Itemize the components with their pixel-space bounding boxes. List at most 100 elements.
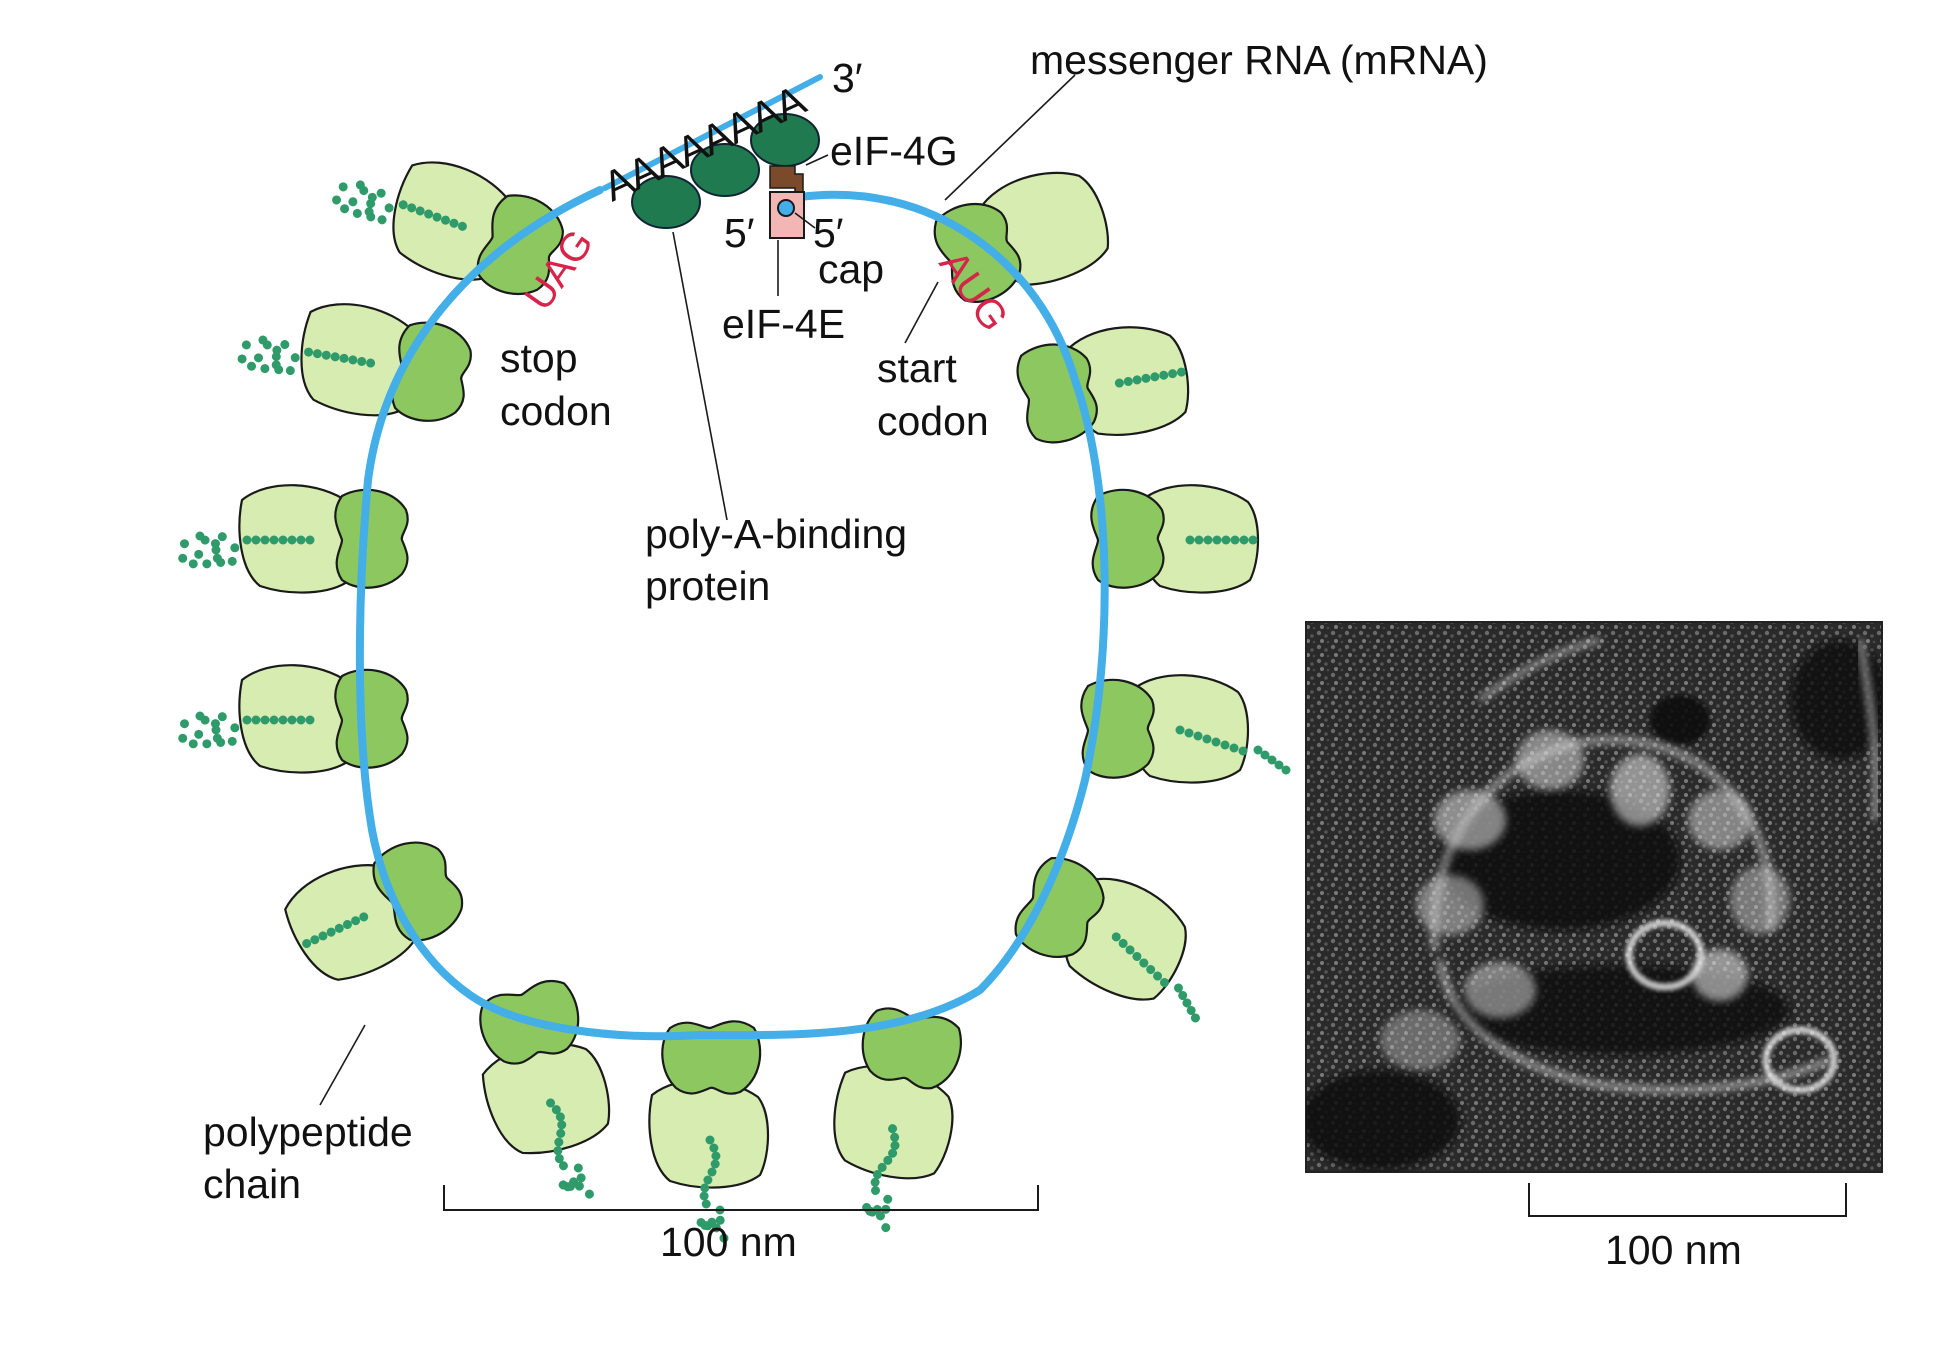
ribosome-small-subunit: [1090, 488, 1165, 589]
amino-acid-bead: [376, 188, 386, 198]
amino-acid-bead: [1212, 535, 1222, 545]
eif4g-protein: [769, 165, 804, 196]
amino-acid-bead: [584, 1189, 594, 1199]
amino-acid-bead: [247, 361, 257, 371]
amino-acid-bead: [1132, 951, 1142, 961]
amino-acid-bead: [700, 1183, 710, 1193]
ribosome: [1014, 857, 1200, 1023]
amino-acid-bead: [338, 182, 348, 192]
pabp-label-line2: protein: [645, 563, 770, 609]
amino-acid-bead: [719, 1233, 729, 1243]
pabp-leader-line: [672, 231, 728, 521]
ribosome-group: [178, 161, 1291, 1243]
amino-acid-bead: [251, 535, 261, 545]
ribosome: [332, 161, 564, 295]
amino-acid-bead: [415, 206, 425, 216]
amino-acid-bead: [711, 1151, 721, 1161]
scale-bar-right: [1528, 1183, 1847, 1217]
amino-acid-bead: [194, 549, 204, 559]
amino-acid-bead: [351, 916, 361, 926]
polypeptide-chain: [178, 531, 315, 569]
amino-acid-bead: [1203, 535, 1213, 545]
amino-acid-bead: [1132, 375, 1142, 385]
amino-acid-bead: [1248, 535, 1258, 545]
ribosome-small-subunit: [1016, 343, 1098, 444]
ribosome: [284, 841, 464, 981]
amino-acid-bead: [1229, 743, 1239, 753]
amino-acid-bead: [449, 218, 459, 228]
amino-acid-bead: [440, 215, 450, 225]
amino-acid-bead: [1211, 737, 1221, 747]
amino-acid-bead: [188, 559, 198, 569]
amino-acid-bead: [877, 1162, 887, 1172]
amino-acid-bead: [357, 356, 367, 366]
polypeptide-label-line2: chain: [203, 1161, 301, 1207]
amino-acid-bead: [872, 1170, 882, 1180]
polypeptide-leader-line: [319, 1024, 366, 1106]
start-leader-line: [904, 281, 939, 344]
amino-acid-bead: [883, 1194, 893, 1204]
amino-acid-bead: [558, 1161, 568, 1171]
amino-acid-bead: [230, 723, 240, 733]
amino-acid-bead: [558, 1180, 568, 1190]
amino-acid-bead: [285, 366, 295, 376]
amino-acid-bead: [179, 719, 189, 729]
amino-acid-bead: [278, 715, 288, 725]
amino-acid-bead: [241, 340, 251, 350]
amino-acid-bead: [888, 1124, 898, 1134]
ribosome: [1080, 674, 1291, 784]
amino-acid-bead: [260, 715, 270, 725]
amino-acid-bead: [269, 715, 279, 725]
amino-acid-bead: [352, 208, 362, 218]
amino-acid-bead: [260, 364, 270, 374]
amino-acid-bead: [881, 1223, 891, 1233]
amino-acid-bead: [278, 535, 288, 545]
amino-acid-bead: [312, 349, 322, 359]
polypeptide-chain: [237, 335, 376, 376]
amino-acid-bead: [1176, 367, 1186, 377]
ribosome: [833, 1007, 962, 1233]
polypeptide-label-line1: polypeptide: [203, 1109, 413, 1155]
poly-a-tail: [602, 74, 823, 191]
amino-acid-bead: [242, 715, 252, 725]
cap-label: cap: [818, 246, 884, 292]
amino-acid-bead: [1141, 373, 1151, 383]
amino-acid-bead: [280, 340, 290, 350]
eif4g-leader-line: [805, 154, 829, 166]
amino-acid-bead: [1168, 369, 1178, 379]
amino-acid-bead: [367, 192, 377, 202]
amino-acid-bead: [384, 203, 394, 213]
amino-acid-bead: [326, 927, 336, 937]
amino-acid-bead: [1186, 1005, 1196, 1015]
amino-acid-bead: [703, 1175, 713, 1185]
polypeptide-chain: [1111, 932, 1200, 1023]
amino-acid-bead: [557, 1120, 567, 1130]
amino-acid-bead: [574, 1181, 584, 1191]
amino-acid-bead: [457, 221, 467, 231]
amino-acid-bead: [178, 733, 188, 743]
ribosome-small-subunit: [334, 488, 409, 589]
amino-acid-bead: [342, 920, 352, 930]
amino-acid-bead: [194, 729, 204, 739]
amino-acid-bead: [304, 347, 314, 357]
amino-acid-bead: [1139, 958, 1149, 968]
stop-codon-label: codon: [500, 388, 612, 434]
amino-acid-bead: [1150, 372, 1160, 382]
amino-acid-bead: [217, 712, 227, 722]
amino-acid-bead: [576, 1173, 586, 1183]
amino-acid-bead: [709, 1143, 719, 1153]
amino-acid-bead: [888, 1148, 898, 1158]
amino-acid-bead: [348, 197, 358, 207]
amino-acid-bead: [330, 352, 340, 362]
amino-acid-bead: [707, 1167, 717, 1177]
amino-acid-bead: [334, 923, 344, 933]
ribosome: [1090, 484, 1260, 594]
amino-acid-bead: [883, 1155, 893, 1165]
start-codon-label: codon: [877, 398, 989, 444]
five-prime-cap: [777, 199, 795, 217]
polypeptide-chain: [302, 912, 369, 949]
amino-acid-bead: [359, 912, 369, 922]
mrna-leader-line: [944, 74, 1076, 201]
amino-acid-bead: [179, 539, 189, 549]
